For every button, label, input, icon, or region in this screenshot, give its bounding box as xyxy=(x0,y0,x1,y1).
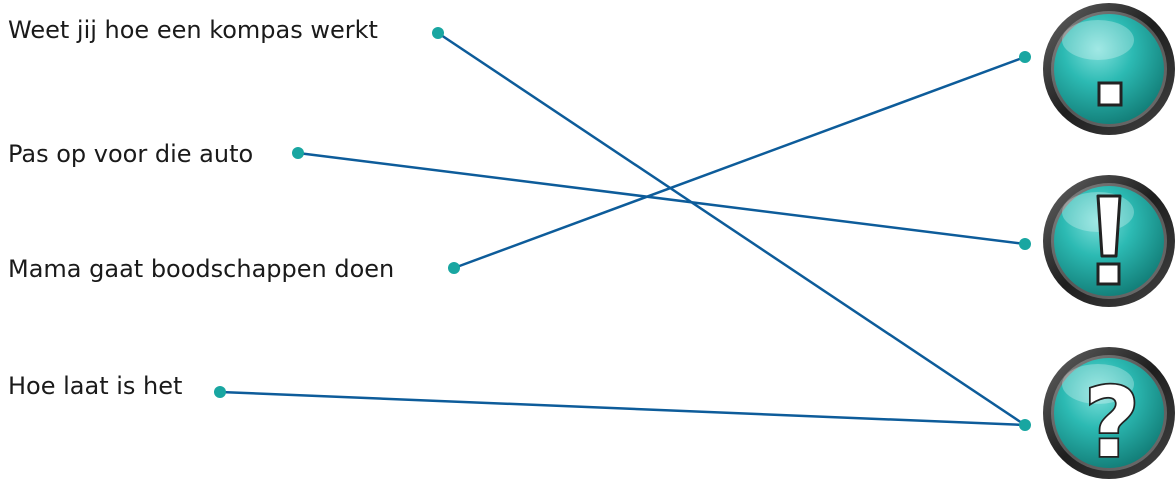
connection-line-s4-b3 xyxy=(219,390,1026,427)
sentence-4: Hoe laat is het xyxy=(8,372,183,400)
badge-dot-b3[interactable] xyxy=(1019,419,1031,431)
sentence-dot-s3[interactable] xyxy=(448,262,460,274)
sentence-3: Mama gaat boodschappen doen xyxy=(8,255,395,283)
sentence-dot-s1[interactable] xyxy=(432,27,444,39)
connection-line-s1-b3 xyxy=(437,31,1026,427)
badge-dot-b1[interactable] xyxy=(1019,51,1031,63)
connection-line-s3-b1 xyxy=(453,55,1026,270)
exclamation-badge-icon: ! xyxy=(1043,175,1175,307)
sentence-dot-s4[interactable] xyxy=(214,386,226,398)
sentence-1: Weet jij hoe een kompas werkt xyxy=(8,16,378,44)
badge-symbol-question: ? xyxy=(1084,367,1140,479)
sentence-2: Pas op voor die auto xyxy=(8,140,254,168)
badge-dot-b2[interactable] xyxy=(1019,238,1031,250)
period-badge-icon: . xyxy=(1043,3,1175,135)
connection-line-s2-b2 xyxy=(297,151,1026,246)
question-badge-icon: ? xyxy=(1043,347,1175,481)
sentence-dot-s2[interactable] xyxy=(292,147,304,159)
